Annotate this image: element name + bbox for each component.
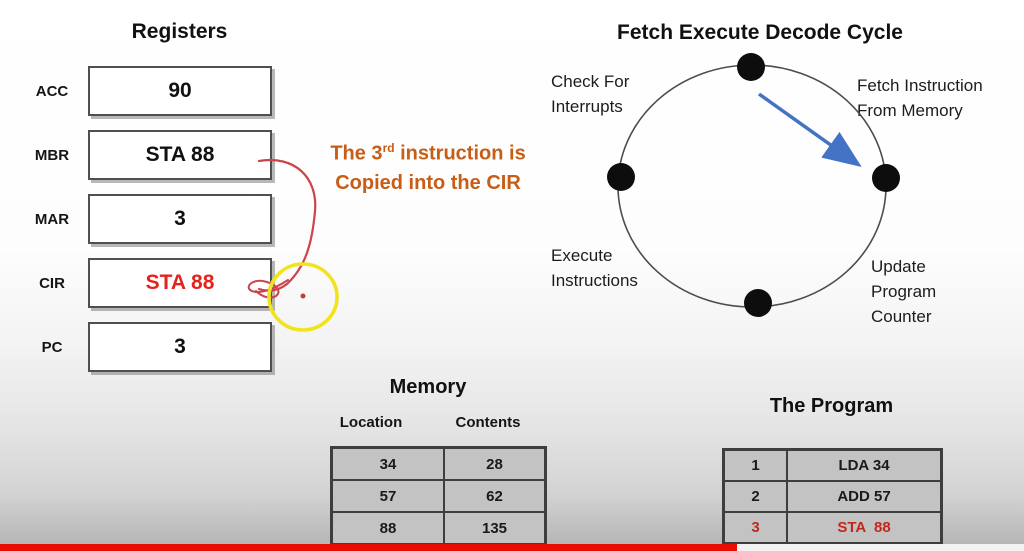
cycle-label-check-for-interrupts: Check For Interrupts bbox=[551, 72, 630, 116]
cycle-circle bbox=[617, 64, 887, 308]
video-progress-played bbox=[0, 544, 738, 551]
register-row-pc: PC 3 bbox=[24, 322, 272, 372]
memory-title: Memory bbox=[389, 376, 467, 398]
register-label: MBR bbox=[34, 146, 70, 164]
register-row-mbr: MBR STA 88 bbox=[24, 130, 272, 180]
program-cell-number-highlighted: 3 bbox=[724, 512, 787, 543]
memory-cell-location: 88 bbox=[332, 512, 444, 544]
register-value-box: 3 bbox=[88, 194, 272, 244]
video-progress-bar[interactable] bbox=[0, 544, 1024, 551]
program-cell-instruction: LDA 34 bbox=[787, 450, 941, 481]
cycle-node-left-icon bbox=[607, 163, 635, 191]
highlight-circle bbox=[267, 262, 339, 332]
register-value-highlighted: STA 88 bbox=[145, 271, 215, 294]
memory-cell-contents: 62 bbox=[444, 480, 545, 512]
annotation-text: The 3rd instruction is Copied into the C… bbox=[300, 134, 556, 198]
register-value: 90 bbox=[168, 79, 192, 102]
cycle-label-fetch-instruction: Fetch Instruction From Memory bbox=[857, 76, 983, 120]
memory-cell-contents: 28 bbox=[444, 448, 545, 480]
register-label: CIR bbox=[39, 274, 65, 292]
register-value: 3 bbox=[174, 207, 186, 230]
program-cell-number: 2 bbox=[724, 481, 787, 512]
cycle-node-bottom-icon bbox=[744, 289, 772, 317]
cycle-node-top-icon bbox=[737, 53, 765, 81]
register-value: 3 bbox=[174, 335, 186, 358]
memory-header-location: Location bbox=[339, 414, 403, 431]
register-value: STA 88 bbox=[145, 143, 215, 166]
register-label: PC bbox=[41, 338, 63, 356]
memory-cell-location: 34 bbox=[332, 448, 444, 480]
register-label: ACC bbox=[35, 82, 69, 100]
cycle-label-update-program-counter: Update Program Counter bbox=[871, 257, 937, 326]
program-cell-number: 1 bbox=[724, 450, 787, 481]
memory-cell-contents: 135 bbox=[444, 512, 545, 544]
register-row-acc: ACC 90 bbox=[24, 66, 272, 116]
register-label: MAR bbox=[34, 210, 70, 228]
program-cell-instruction: ADD 57 bbox=[787, 481, 941, 512]
ordinal-suffix: rd bbox=[382, 141, 395, 155]
program-title: The Program bbox=[769, 395, 894, 417]
register-value-box: STA 88 bbox=[88, 130, 272, 180]
program-cell-instruction-highlighted: STA 88 bbox=[787, 512, 941, 543]
register-row-cir: CIR STA 88 bbox=[24, 258, 272, 308]
program-table: 1 LDA 34 2 ADD 57 3 STA 88 bbox=[722, 448, 943, 545]
memory-header-contents: Contents bbox=[455, 414, 521, 431]
register-value-box: 3 bbox=[88, 322, 272, 372]
annotation-line-1: The 3rd instruction is bbox=[330, 141, 526, 165]
cycle-title: Fetch Execute Decode Cycle bbox=[617, 21, 903, 44]
cycle-node-right-icon bbox=[872, 164, 900, 192]
memory-cell-location: 57 bbox=[332, 480, 444, 512]
register-row-mar: MAR 3 bbox=[24, 194, 272, 244]
registers-title: Registers bbox=[131, 20, 228, 43]
register-value-box: 90 bbox=[88, 66, 272, 116]
annotation-line-2: Copied into the CIR bbox=[335, 171, 521, 194]
cycle-label-execute-instructions: Execute Instructions bbox=[551, 246, 638, 290]
memory-table: 34 28 57 62 88 135 bbox=[330, 446, 547, 546]
flow-arrow-icon bbox=[757, 92, 862, 168]
pen-dot bbox=[300, 293, 306, 299]
register-value-box: STA 88 bbox=[88, 258, 272, 308]
